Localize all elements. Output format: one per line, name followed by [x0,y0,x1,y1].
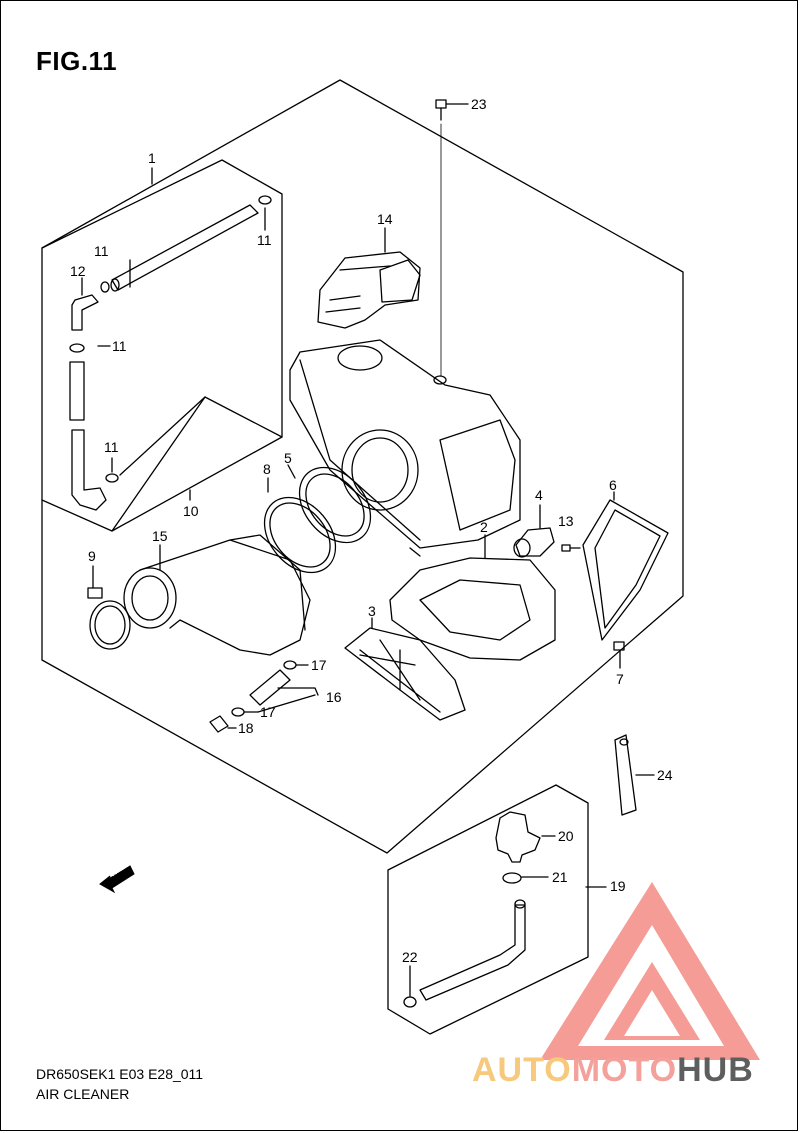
filter-element-2 [389,534,556,661]
figure-name: AIR CLEANER [36,1086,130,1102]
callout-9: 9 [88,548,96,564]
watermark-text: AUTOMOTOHUB [472,1051,754,1090]
callout-6: 6 [609,477,617,493]
air-cleaner-box [289,339,521,557]
callout-24: 24 [657,767,673,783]
callout-11-top-left: 11 [94,243,109,259]
drain-kit-outline [387,784,589,1035]
callout-16: 16 [326,689,342,705]
watermark-hub: HUB [677,1051,754,1089]
callout-19: 19 [610,878,626,894]
drain-cap-20 [495,811,556,863]
callout-7: 7 [616,671,624,687]
assembly-outline [41,79,684,854]
callout-18: 18 [238,720,254,736]
watermark-auto: AUTO [472,1051,572,1089]
bolt-23 [435,99,469,377]
clamp-9 [87,565,131,650]
callout-15: 15 [152,528,168,544]
callout-2: 2 [480,519,488,535]
callout-8: 8 [263,461,271,477]
seal-rings-5-8 [263,464,372,574]
callout-11-lower: 11 [104,439,119,455]
callout-23: 23 [471,96,487,112]
figure-title: FIG.11 [36,46,118,76]
watermark-moto: MOTO [571,1051,678,1089]
cover-plate-6 [582,491,669,641]
forward-arrow-icon: FWD [99,865,135,894]
callout-3: 3 [368,603,376,619]
callout-4: 4 [535,487,543,503]
screw-13 [561,544,581,552]
callout-20: 20 [558,828,574,844]
callout-17-upper: 17 [311,657,327,673]
callout-5: 5 [284,450,292,466]
callout-22: 22 [402,949,418,965]
grommet-4 [513,504,555,558]
drain-hose [403,899,526,1008]
callout-12: 12 [70,263,86,279]
filter-cage-3 [344,617,466,721]
part-number-labels: 1 2 3 4 5 6 7 8 9 10 11 11 11 11 12 13 1… [70,96,673,965]
intake-duct-14 [317,227,421,329]
callout-11-middle: 11 [112,338,127,354]
callout-14: 14 [377,211,393,227]
clip-21 [502,872,549,884]
watermark-logo-icon [540,882,760,1060]
strap-24 [614,734,655,816]
model-code: DR650SEK1 E03 E28_011 [36,1066,204,1082]
callout-13: 13 [558,513,574,529]
callout-11-top-right: 11 [257,232,272,248]
hose-12 [71,277,99,331]
inlet-boot-15 [123,534,311,656]
breather-hose-upper [110,204,259,292]
hose-kit-outline [41,159,283,532]
screw-7 [613,641,625,669]
callout-1: 1 [148,150,156,166]
callout-21: 21 [552,869,568,885]
callout-17-lower: 17 [260,704,276,720]
drain-plug-assembly [209,660,319,733]
callout-10: 10 [183,503,199,519]
